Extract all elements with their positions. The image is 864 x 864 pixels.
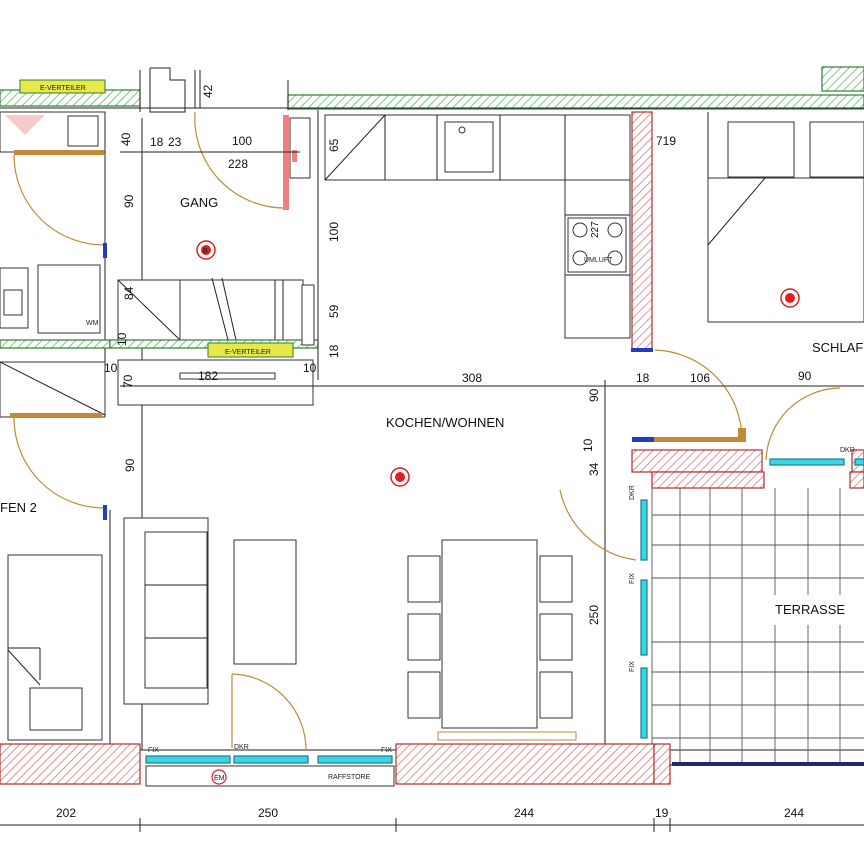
dim-90d: 90 — [123, 458, 137, 472]
left-laundry: WM — [0, 264, 111, 520]
em-label: EM — [214, 775, 225, 782]
dim-106: 106 — [690, 371, 710, 385]
e-verteiler-box-top — [19, 79, 106, 94]
dim-182: 182 — [198, 369, 218, 383]
dim-18c: 18 — [636, 371, 650, 385]
kitchen: UMLUFT 227 — [324, 114, 631, 339]
bedroom-2: FEN 2 — [0, 500, 111, 748]
dim-70: 70 — [121, 374, 135, 388]
dim-719: 719 — [656, 134, 676, 148]
gang-area: GANG B E-VERTEILER — [109, 111, 319, 750]
dim-40: 40 — [119, 132, 133, 146]
dim-244a: 244 — [514, 806, 534, 820]
left-bath — [0, 111, 107, 400]
dim-244b: 244 — [784, 806, 804, 820]
living-area: KOCHEN/WOHNEN — [123, 415, 637, 751]
dim-90c: 90 — [798, 369, 812, 383]
dim-10a: 10 — [115, 332, 129, 346]
room-schlaf: SCHLAF — [812, 340, 863, 355]
raffstore-label: RAFFSTORE — [328, 774, 371, 781]
dim-65: 65 — [327, 138, 341, 152]
dim-10b: 10 — [303, 361, 317, 375]
dim-59: 59 — [327, 304, 341, 318]
bottom-dimensions: 202 250 244 19 244 — [0, 806, 864, 832]
dkr-label-side: DKR — [629, 485, 636, 500]
dim-90a: 90 — [122, 194, 136, 208]
room-schlafen2: FEN 2 — [0, 500, 37, 515]
dim-18b: 18 — [327, 344, 341, 358]
top-wall: E-VERTEILER — [0, 66, 864, 113]
dim-90b: 90 — [587, 388, 601, 402]
fix-label-bottom-1: FIX — [148, 747, 159, 754]
dim-18a: 18 — [150, 135, 164, 149]
e-verteiler-label-mid: E-VERTEILER — [225, 349, 271, 356]
terrace-tiles — [651, 488, 864, 765]
fix-label-bottom-2: FIX — [381, 747, 392, 754]
wm-label: WM — [86, 320, 99, 327]
dim-100b: 100 — [327, 222, 341, 242]
dim-308: 308 — [462, 371, 482, 385]
dim-100a: 100 — [232, 134, 252, 148]
dim-42: 42 — [201, 84, 215, 98]
dkr-label-terrace: DKR — [840, 447, 855, 454]
e-verteiler-label-top: E-VERTEILER — [40, 85, 86, 92]
dim-202: 202 — [56, 806, 76, 820]
dkr-label-bottom: DKR — [234, 744, 249, 751]
room-terrasse: TERRASSE — [775, 602, 845, 617]
bedroom: SCHLAF — [654, 112, 864, 461]
dim-23: 23 — [168, 135, 182, 149]
room-kochen-wohnen: KOCHEN/WOHNEN — [386, 415, 504, 430]
dim-228: 228 — [228, 157, 248, 171]
terrace: DKR TERRASSE DKR FIX FIX — [629, 437, 864, 765]
smoke-label-gang: B — [203, 248, 208, 255]
room-gang: GANG — [180, 195, 218, 210]
dim-34: 34 — [587, 462, 601, 476]
fix-label-side-2: FIX — [629, 661, 636, 672]
bottom-wall: FIX DKR FIX RAFFSTORE EM — [0, 743, 864, 787]
dim-10d: 10 — [581, 438, 595, 452]
dim-10c: 10 — [104, 361, 118, 375]
dim-19: 19 — [655, 806, 669, 820]
umluft-label: UMLUFT — [584, 257, 613, 264]
dim-84: 84 — [122, 286, 136, 300]
dim-250: 250 — [258, 806, 278, 820]
dim-227-hood: 227 — [590, 221, 601, 238]
dim-250-vert: 250 — [587, 605, 601, 625]
em-icon — [211, 769, 227, 785]
fix-label-side-1: FIX — [629, 573, 636, 584]
